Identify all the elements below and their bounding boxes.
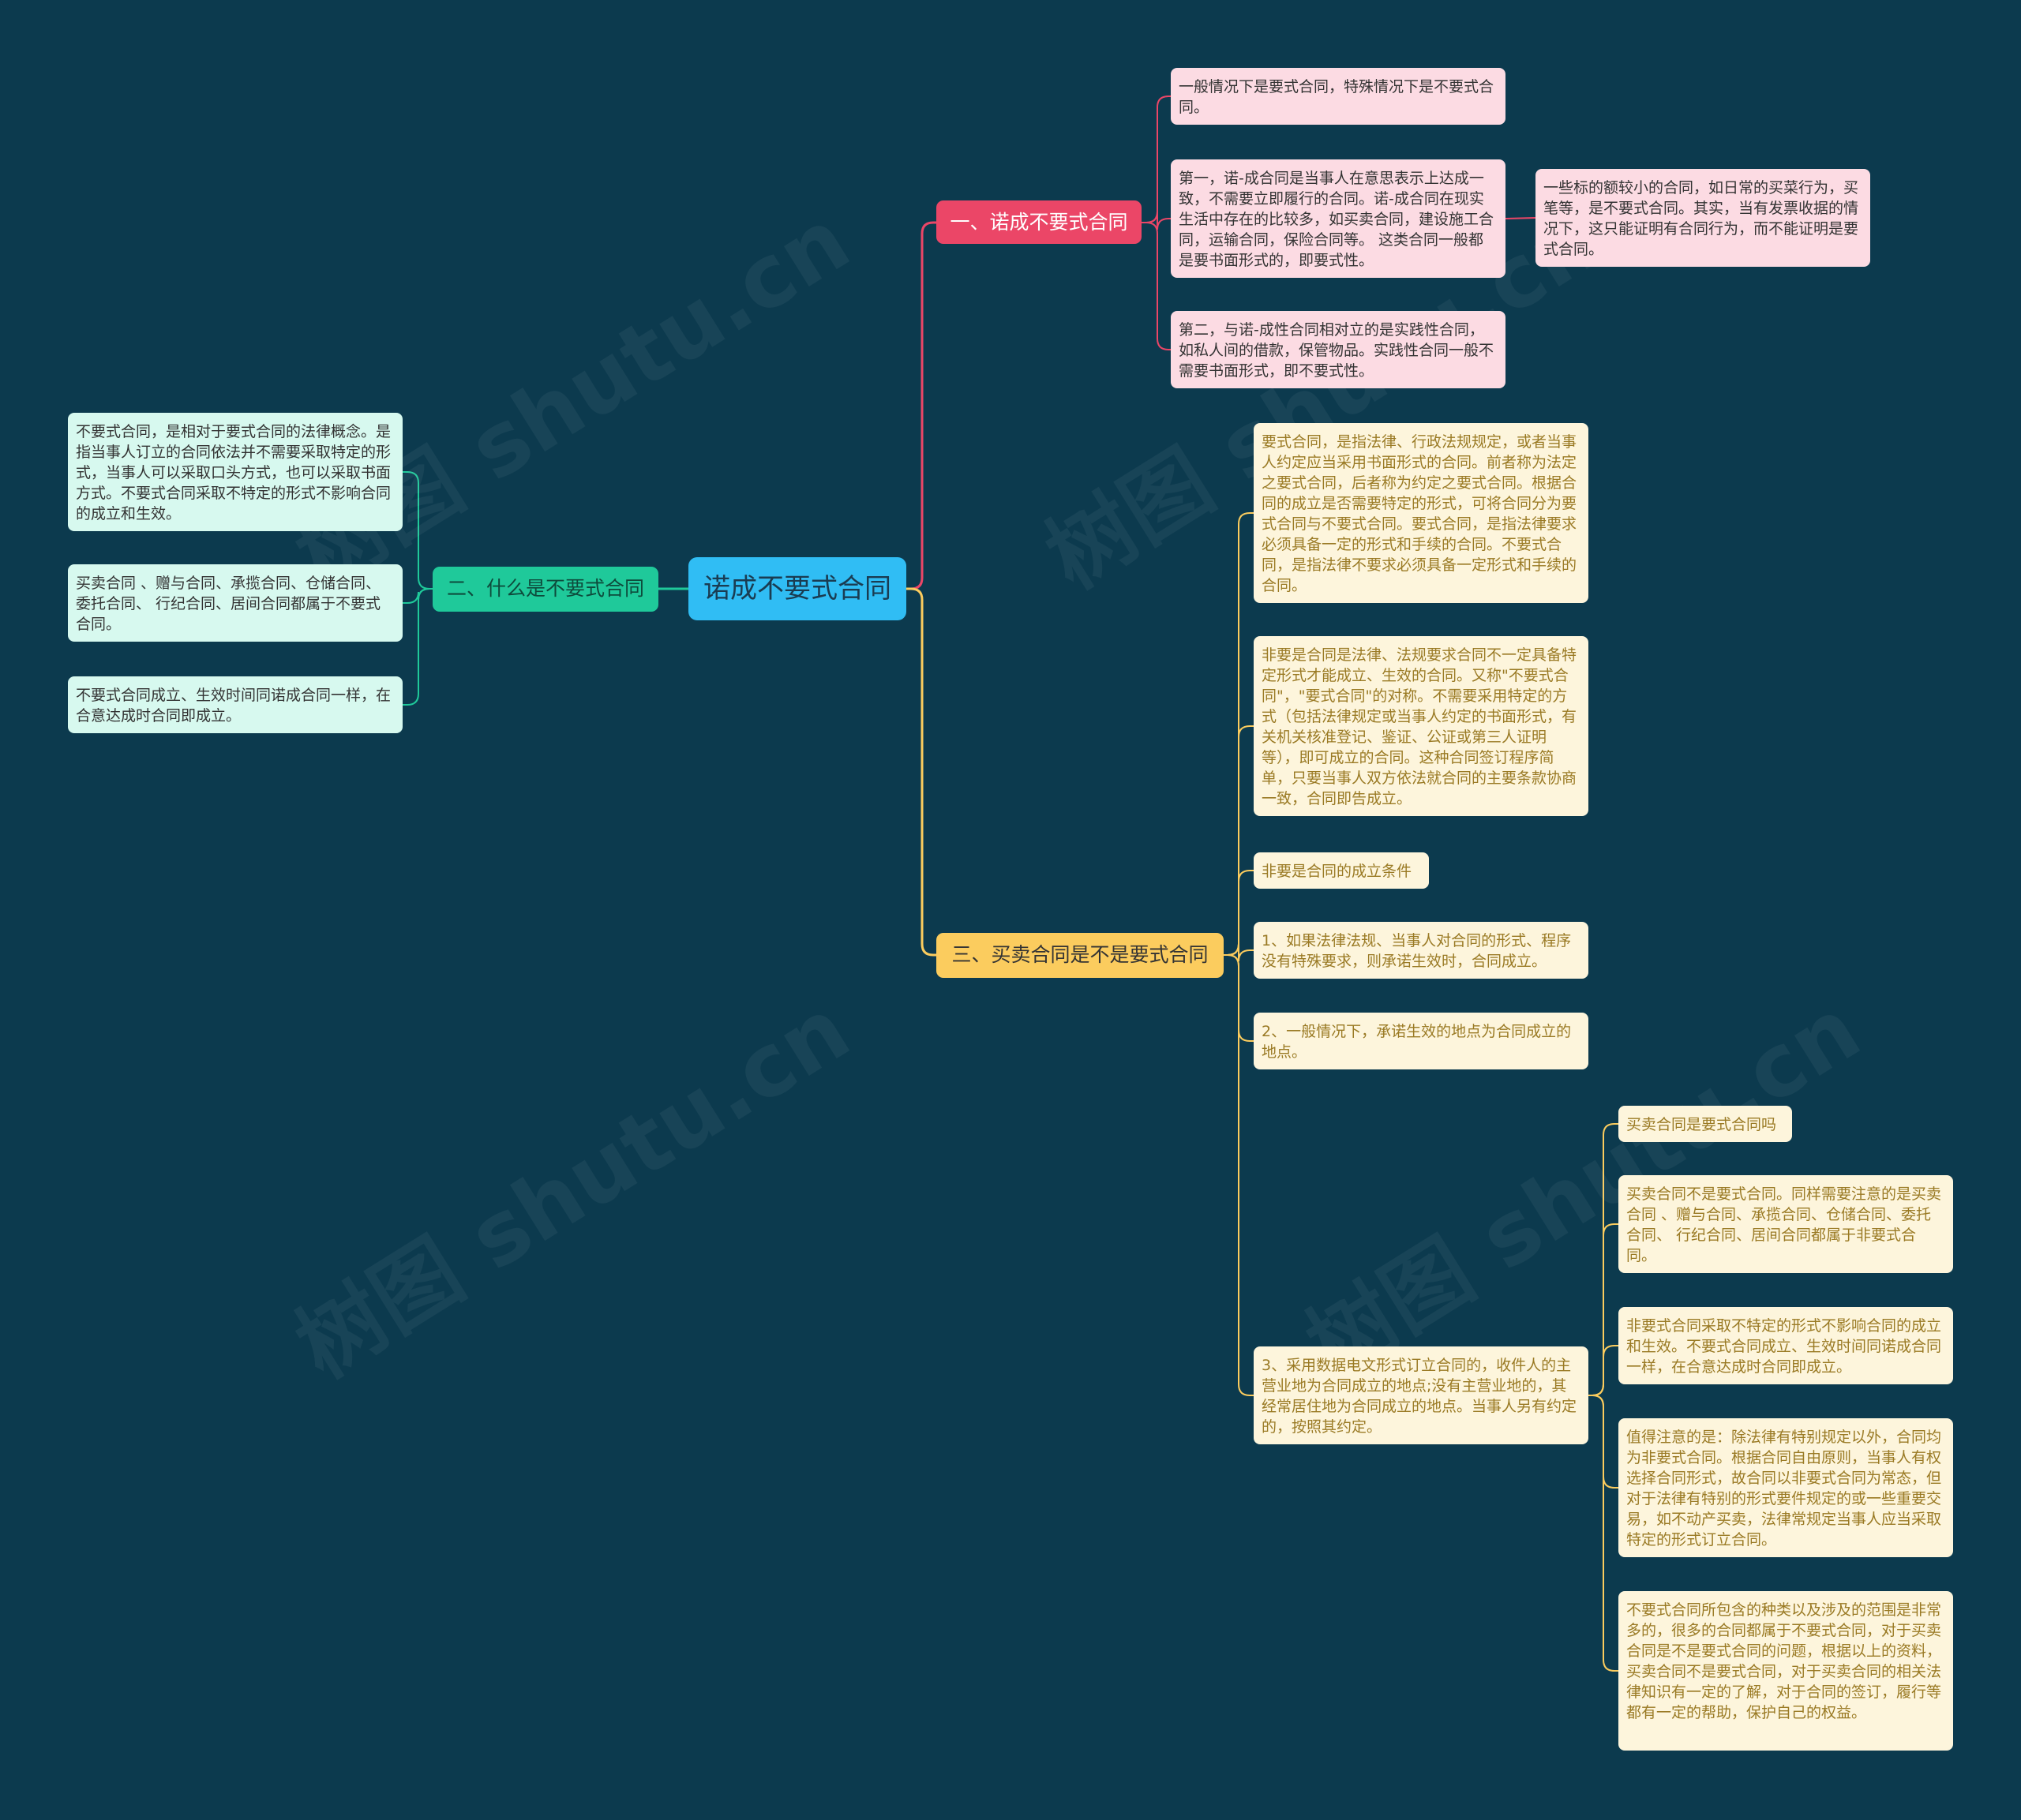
branch3-subleaf-5[interactable]: 不要式合同所包含的种类以及涉及的范围是非常多的，很多的合同都属于不要式合同，对于…	[1618, 1591, 1953, 1751]
branch3-subleaf-2[interactable]: 买卖合同不是要式合同。同样需要注意的是买卖合同 、赠与合同、承揽合同、仓储合同、…	[1618, 1175, 1953, 1273]
branch1-leaf-3[interactable]: 第二，与诺-成性合同相对立的是实践性合同，如私人间的借款，保管物品。实践性合同一…	[1171, 311, 1505, 388]
link-branch2-leaf-1	[403, 471, 433, 590]
branch3-leaf-5[interactable]: 2、一般情况下，承诺生效的地点为合同成立的地点。	[1254, 1013, 1588, 1069]
link-branch3-subleaf-3	[1588, 1345, 1618, 1396]
branch2-leaf-1[interactable]: 不要式合同，是相对于要式合同的法律概念。是指当事人订立的合同依法并不需要采取特定…	[68, 413, 403, 531]
branch3-subleaf-1[interactable]: 买卖合同是要式合同吗	[1618, 1106, 1792, 1142]
link-root-branch3	[906, 587, 936, 957]
branch3-leaf-1[interactable]: 要式合同，是指法律、行政法规规定，或者当事人约定应当采用书面形式的合同。前者称为…	[1254, 423, 1588, 603]
branch3-leaf-6[interactable]: 3、采用数据电文形式订立合同的，收件人的主营业地为合同成立的地点;没有主营业地的…	[1254, 1346, 1588, 1444]
link-branch3-leaf-4	[1224, 943, 1254, 962]
link-branch3-leaf-6	[1224, 954, 1254, 1396]
root-node[interactable]: 诺成不要式合同	[688, 557, 906, 620]
link-branch1-leaf-3	[1142, 222, 1171, 350]
branch-node-1[interactable]: 一、诺成不要式合同	[936, 200, 1142, 244]
link-branch1-leaf-2	[1142, 211, 1171, 230]
branch-node-2[interactable]: 二、什么是不要式合同	[433, 567, 658, 612]
branch3-leaf-2[interactable]: 非要是合同是法律、法规要求合同不一定具备特定形式才能成立、生效的合同。又称"不要…	[1254, 636, 1588, 816]
link-branch3-subleaf-5	[1588, 1395, 1618, 1672]
branch2-leaf-3[interactable]: 不要式合同成立、生效时间同诺成合同一样，在合意达成时合同即成立。	[68, 676, 403, 733]
branch-node-3[interactable]: 三、买卖合同是不是要式合同	[936, 933, 1224, 978]
link-branch2-leaf-3	[403, 588, 433, 706]
branch3-leaf-3[interactable]: 非要是合同的成立条件	[1254, 852, 1429, 889]
link-branch3-leaf-3	[1224, 870, 1254, 956]
link-root-branch1	[906, 221, 936, 590]
branch1-leaf-2[interactable]: 第一，诺-成合同是当事人在意思表示上达成一致，不需要立即履行的合同。诺-成合同在…	[1171, 159, 1505, 278]
branch3-subleaf-4[interactable]: 值得注意的是：除法律有特别规定以外，合同均为非要式合同。根据合同自由原则，当事人…	[1618, 1418, 1953, 1557]
link-branch1-leaf-1	[1142, 95, 1171, 223]
branch1-leaf-1[interactable]: 一般情况下是要式合同，特殊情况下是不要式合同。	[1171, 68, 1505, 125]
branch3-subleaf-3[interactable]: 非要式合同采取不特定的形式不影响合同的成立和生效。不要式合同成立、生效时间同诺成…	[1618, 1307, 1953, 1384]
branch2-leaf-2[interactable]: 买卖合同 、赠与合同、承揽合同、仓储合同、委托合同、 行纪合同、居间合同都属于不…	[68, 564, 403, 642]
link-branch1-subleaf	[1505, 217, 1536, 219]
branch1-subleaf[interactable]: 一些标的额较小的合同，如日常的买菜行为，买笔等，是不要式合同。其实，当有发票收据…	[1535, 169, 1870, 267]
branch3-leaf-4[interactable]: 1、如果法律法规、当事人对合同的形式、程序没有特殊要求，则承诺生效时，合同成立。	[1254, 922, 1588, 979]
